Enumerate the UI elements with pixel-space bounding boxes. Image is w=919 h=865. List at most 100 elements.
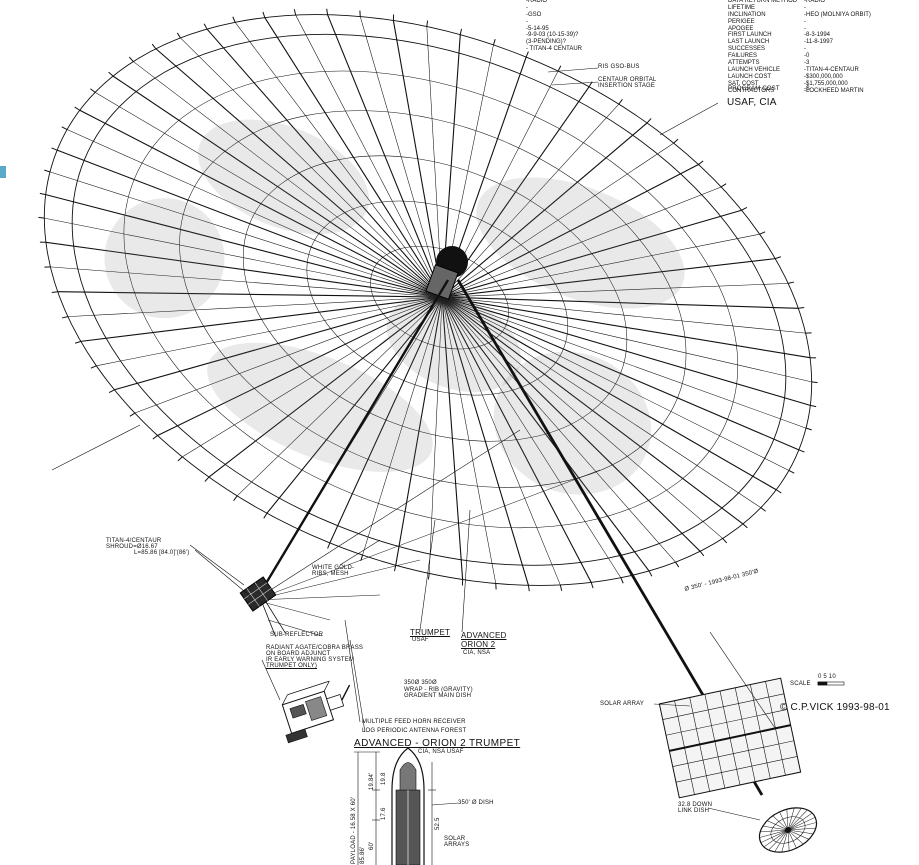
dish-rim-tick-71 (805, 427, 812, 431)
dish-shade-2 (493, 351, 652, 495)
dish-rim-tick-37 (61, 126, 68, 131)
dish-rib-14 (441, 297, 464, 580)
callout-ris-bus: RIS GSO-BUS (598, 64, 640, 70)
downlink-ring (770, 816, 806, 844)
dish-rim-tick-16 (394, 565, 397, 572)
dish-rib-26 (114, 296, 443, 391)
dish-rim-tick-57 (618, 99, 623, 105)
dish-rib-34 (45, 194, 443, 298)
dish-rim-tick-21 (233, 495, 238, 501)
callout-wrap-rib-1: WRAP - RIB (GRAVITY) (404, 687, 473, 693)
sub-reflector-feed (239, 576, 286, 637)
window-edge-tab (0, 166, 6, 178)
dish-rib-5 (441, 296, 723, 539)
callout-white-gold-2: RIBS, MESH (312, 571, 349, 577)
dish-rim-tick-40 (108, 71, 114, 77)
dish-rib-22 (208, 296, 443, 478)
dish-rib-39 (95, 92, 443, 298)
dish-rib-47 (295, 14, 443, 298)
dish-rib-62 (441, 209, 742, 298)
feed-strut-1 (254, 429, 521, 601)
callout-radiant-3: IR EARLY WARNING SYSTEM (266, 657, 355, 663)
dish-rib-1 (442, 296, 790, 471)
dish-rib-65 (442, 283, 789, 298)
downlink-rib-20 (787, 807, 795, 831)
downlink-rib-6 (787, 829, 797, 849)
spec-label-2: INCLINATION (728, 11, 766, 18)
dish-rim-tick-5 (722, 538, 728, 544)
dish-rib-61 (442, 186, 722, 298)
dish-rib-10 (441, 296, 592, 583)
dish-rib-64 (442, 258, 776, 298)
dish-rim-tick-2 (775, 489, 782, 494)
spec-value-6: -11-8-1997 (804, 39, 833, 46)
spec-label-5: FIRST LAUNCH (728, 32, 772, 39)
fragment-row-4: -5-14-95 (526, 25, 549, 32)
launch-vehicle-shroud (354, 747, 436, 865)
copyright-note: © C.P.VICK 1993-98-01 (780, 702, 890, 713)
bottom-title: ADVANCED - ORION 2 TRUMPET (354, 738, 521, 749)
dish-rim-tick-65 (787, 281, 795, 284)
dish-rim-tick-45 (232, 16, 236, 23)
bottom-subtitle: CIA, NSA USAF (418, 749, 464, 755)
dish-rib-48 (327, 14, 443, 298)
dish-rim-tick-9 (620, 577, 624, 584)
spec-label-8: FAILURES (728, 53, 758, 60)
dish-rim-tick-53 (492, 39, 496, 46)
dish-rim-tick-60 (698, 160, 704, 165)
downlink-rib-23 (787, 812, 813, 831)
dish-rib-60 (441, 164, 699, 298)
downlink-rib-0 (787, 817, 816, 831)
dish-rib-28 (80, 296, 443, 342)
callout-solar-arrays-1: SOLAR (444, 836, 466, 842)
spec-label-11: LAUNCH COST (728, 73, 772, 80)
spec-label-7: SUCCESSES (728, 46, 766, 53)
dish-rib-41 (133, 61, 443, 298)
dish-shade-4 (104, 198, 225, 319)
solar-row-4 (672, 740, 795, 767)
dish-rib-59 (441, 142, 674, 298)
dish-rim-tick-69 (811, 381, 818, 384)
dish-rim-tick-31 (44, 266, 51, 268)
dish-rib-57 (441, 103, 619, 298)
dish-rim-tick-50 (392, 14, 395, 21)
dish-rib-33 (44, 217, 443, 298)
dish-rib-18 (329, 296, 443, 544)
dish-rim-tick-25 (129, 412, 136, 417)
solar-row-1 (662, 693, 785, 720)
dish-rim-tick-24 (152, 435, 158, 440)
dish-rib-68 (442, 296, 811, 359)
spec-value-10: -TITAN-4-CENTAUR (804, 66, 859, 73)
callout-solar-arrays-2: ARRAYS (444, 842, 470, 848)
callout-downlink-2: LINK DISH (678, 808, 710, 814)
feed-drum (239, 576, 277, 612)
downlink-rib-10 (768, 829, 789, 851)
downlink-rib-19 (786, 809, 789, 831)
callout-trumpet: TRUMPET (410, 628, 451, 637)
downlink-dish (758, 807, 818, 853)
feed-strut-5 (254, 599, 331, 621)
spec-label-13: CONTRACTORS (728, 87, 775, 94)
dish-rib-16 (395, 296, 443, 566)
callout-sub-reflector: SUB-REFLECTOR (270, 632, 324, 638)
downlink-rib-21 (787, 808, 802, 831)
solar-array (658, 677, 802, 799)
spec-value-7: - (804, 46, 806, 53)
dish-rim-tick-36 (51, 147, 58, 151)
dish-ribs (38, 8, 818, 592)
dish-rim-tick-11 (559, 584, 563, 591)
callout-radiant-4: TRUMPET ONLY) (266, 663, 318, 669)
downlink-rib-16 (766, 820, 789, 831)
dish-rib-2 (441, 296, 777, 491)
scale-label: SCALE (790, 681, 811, 687)
dish-rim-tick-46 (262, 11, 266, 18)
dish-rim-tick-34 (39, 192, 46, 196)
dish-rim-tick-3 (760, 507, 766, 512)
dish-shade-5 (386, 293, 521, 393)
dish-rim-tick-1 (788, 469, 795, 474)
spec-label-4: APOGEE (728, 25, 754, 32)
spec-value-12: -$1,755,000,000 (804, 80, 848, 87)
fragment-row-7: - TITAN-4 CENTAUR (526, 46, 583, 53)
